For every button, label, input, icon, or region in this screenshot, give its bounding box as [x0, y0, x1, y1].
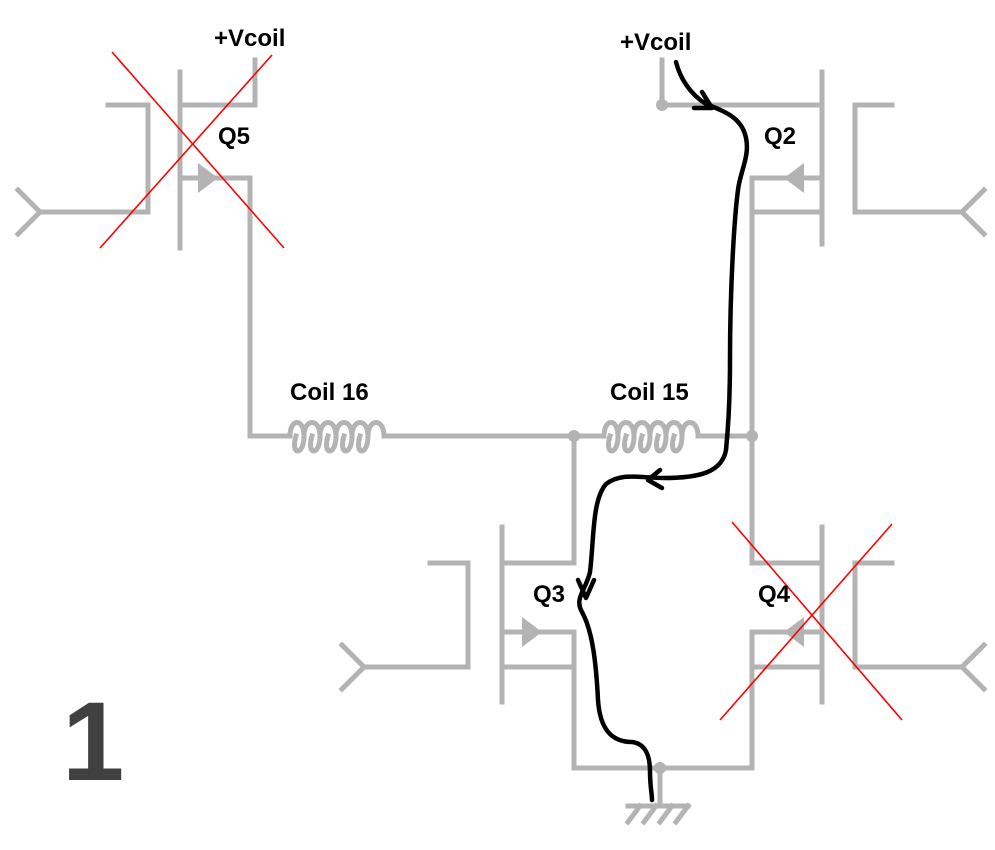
- q3-label: Q3: [533, 581, 565, 608]
- q2-label: Q2: [764, 123, 796, 150]
- vcoil-right-label: +Vcoil: [620, 29, 691, 56]
- coil16-label: Coil 16: [290, 379, 369, 406]
- vcoil-left-label: +Vcoil: [214, 25, 285, 52]
- transistor-q4: [657, 433, 988, 771]
- q4-label: Q4: [758, 581, 791, 608]
- current-path: [575, 59, 750, 803]
- coil15-label: Coil 15: [610, 379, 689, 406]
- coil-16: [247, 420, 577, 454]
- disabled-mark-q4: [719, 521, 903, 721]
- q5-label: Q5: [218, 123, 250, 150]
- transistor-q3: [338, 433, 663, 771]
- panel-number: 1: [62, 679, 124, 804]
- ground-symbol: [624, 762, 692, 826]
- transistor-q5: [14, 51, 285, 439]
- transistor-q2: [656, 57, 988, 439]
- disabled-mark-q5: [99, 51, 285, 249]
